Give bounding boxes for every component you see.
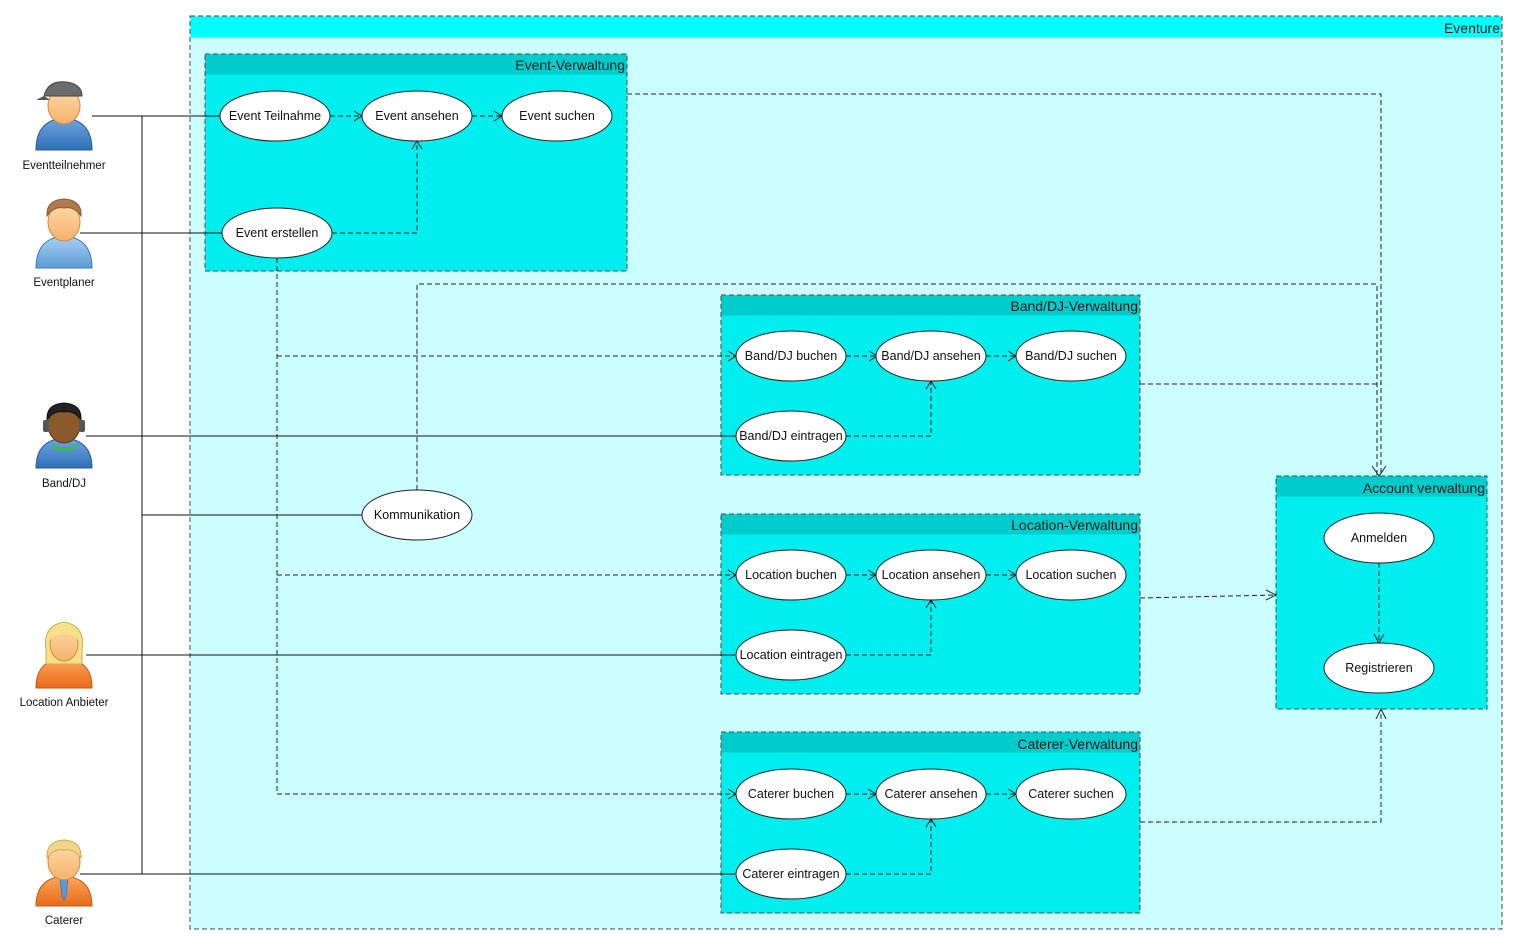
use-case-band-suchen[interactable]: Band/DJ suchen xyxy=(1015,330,1127,382)
actor-label: Eventteilnehmer xyxy=(22,160,105,172)
actor-location-anbieter[interactable]: Location Anbieter xyxy=(20,621,109,709)
use-case-registrieren[interactable]: Registrieren xyxy=(1323,642,1435,694)
use-case-label: Kommunikation xyxy=(374,508,460,522)
package-title: Event-Verwaltung xyxy=(515,57,625,73)
use-case-label: Caterer ansehen xyxy=(884,787,977,801)
use-case-band-buchen[interactable]: Band/DJ buchen xyxy=(735,330,847,382)
use-case-anmelden[interactable]: Anmelden xyxy=(1323,512,1435,564)
use-case-event-suchen[interactable]: Event suchen xyxy=(501,90,613,142)
use-case-label: Band/DJ suchen xyxy=(1025,349,1117,363)
person-cap-icon xyxy=(35,81,93,151)
use-case-label: Location eintragen xyxy=(740,648,843,662)
use-case-label: Band/DJ eintragen xyxy=(739,429,843,443)
use-case-label: Registrieren xyxy=(1345,661,1412,675)
actor-label: Band/DJ xyxy=(42,478,86,490)
person-headphones-icon xyxy=(35,402,93,469)
use-case-label: Location buchen xyxy=(745,568,837,582)
dependency-lines xyxy=(276,93,1387,875)
actor-eventteilnehmer[interactable]: Eventteilnehmer xyxy=(22,81,106,172)
person-icon xyxy=(35,198,93,269)
use-case-label: Event erstellen xyxy=(236,226,319,240)
use-case-label: Event suchen xyxy=(519,109,595,123)
use-case-label: Event Teilnahme xyxy=(229,109,321,123)
actor-label: Eventplaner xyxy=(33,277,95,289)
actor-label: Location Anbieter xyxy=(20,697,109,709)
actor-eventplaner[interactable]: Eventplaner xyxy=(33,198,95,289)
use-case-label: Anmelden xyxy=(1351,531,1407,545)
use-case-location-suchen[interactable]: Location suchen xyxy=(1015,549,1127,601)
use-case-label: Event ansehen xyxy=(375,109,458,123)
actor-caterer[interactable]: Caterer xyxy=(35,839,93,927)
package-title: Location-Verwaltung xyxy=(1011,517,1138,533)
use-case-location-buchen[interactable]: Location buchen xyxy=(735,549,847,601)
use-case-label: Caterer suchen xyxy=(1028,787,1114,801)
use-case-location-ansehen[interactable]: Location ansehen xyxy=(875,549,987,601)
person-female-icon xyxy=(35,621,93,689)
actor-label: Caterer xyxy=(45,915,84,927)
use-case-label: Location suchen xyxy=(1025,568,1116,582)
use-case-caterer-ansehen[interactable]: Caterer ansehen xyxy=(875,768,987,820)
system-title: Eventure xyxy=(1444,20,1500,36)
use-case-event-teilnahme[interactable]: Event Teilnahme xyxy=(219,90,331,142)
use-case-label: Caterer eintragen xyxy=(742,867,839,881)
use-case-location-eintragen[interactable]: Location eintragen xyxy=(735,629,847,681)
use-case-caterer-eintragen[interactable]: Caterer eintragen xyxy=(735,848,847,900)
use-case-event-erstellen[interactable]: Event erstellen xyxy=(221,207,333,259)
use-case-kommunikation[interactable]: Kommunikation xyxy=(361,489,473,541)
use-case-band-eintragen[interactable]: Band/DJ eintragen xyxy=(735,410,847,462)
use-case-label: Caterer buchen xyxy=(748,787,834,801)
package-title: Band/DJ-Verwaltung xyxy=(1010,298,1138,314)
actor-band-dj[interactable]: Band/DJ xyxy=(35,402,93,490)
package-title: Account verwaltung xyxy=(1363,480,1485,496)
use-case-band-ansehen[interactable]: Band/DJ ansehen xyxy=(875,330,987,382)
use-case-label: Location ansehen xyxy=(882,568,981,582)
use-case-label: Band/DJ buchen xyxy=(745,349,837,363)
use-case-caterer-suchen[interactable]: Caterer suchen xyxy=(1015,768,1127,820)
person-tie-icon xyxy=(35,839,93,907)
use-case-event-ansehen[interactable]: Event ansehen xyxy=(361,90,473,142)
use-case-caterer-buchen[interactable]: Caterer buchen xyxy=(735,768,847,820)
actor-associations xyxy=(80,115,737,875)
use-case-label: Band/DJ ansehen xyxy=(881,349,980,363)
package-title: Caterer-Verwaltung xyxy=(1017,736,1138,752)
